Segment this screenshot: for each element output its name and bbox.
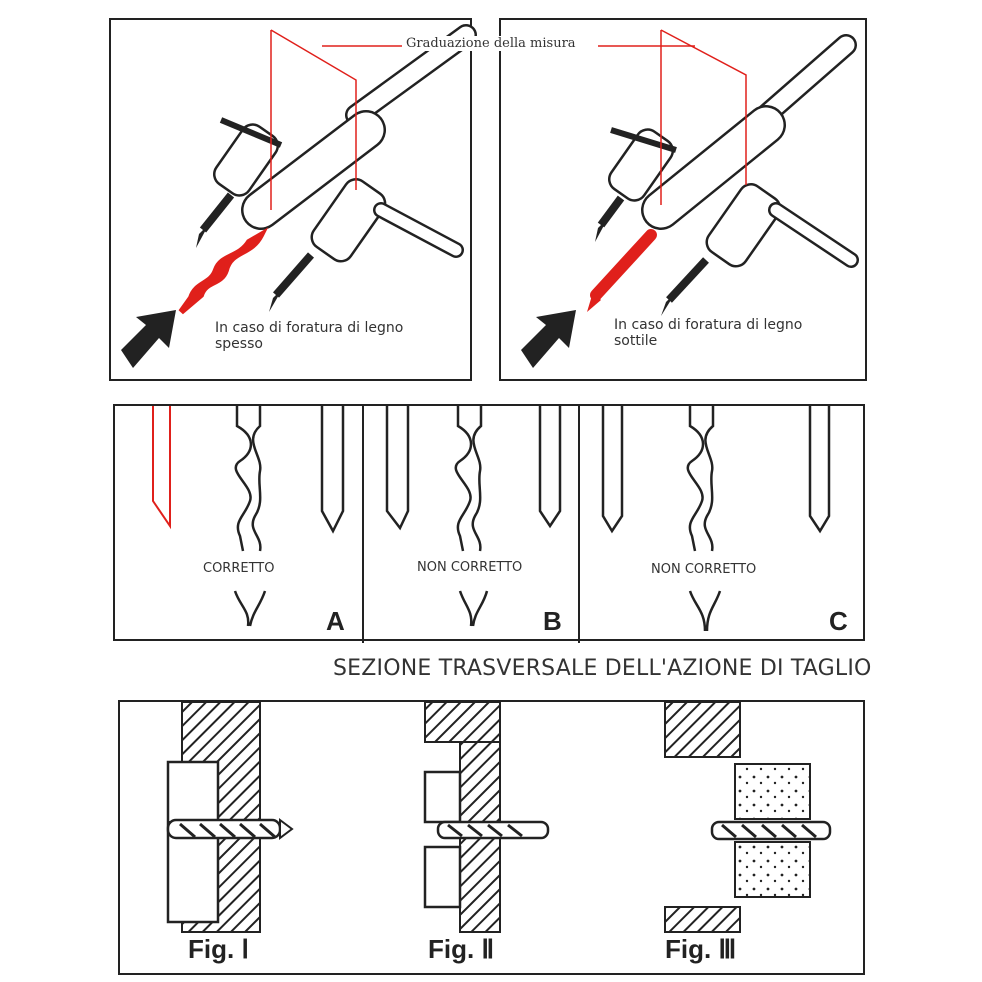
caption-thick: In caso di foratura di legno spesso bbox=[215, 320, 404, 352]
letter-b: B bbox=[543, 606, 562, 636]
caption-thin: In caso di foratura di legno sottile bbox=[614, 317, 803, 349]
letter-c: C bbox=[829, 606, 848, 636]
cross-section-drawing bbox=[166, 701, 832, 933]
letter-a: A bbox=[326, 606, 345, 636]
fig-1-label: Fig. Ⅰ bbox=[188, 934, 250, 964]
measure-graduation-label: Graduazione della misura bbox=[404, 36, 578, 51]
cross-section-panel: Fig. Ⅰ Fig. Ⅱ Fig. Ⅲ bbox=[118, 700, 865, 975]
label-incorrect-c: NON CORRETTO bbox=[651, 562, 757, 577]
section-title: SEZIONE TRASVERSALE DELL'AZIONE DI TAGLI… bbox=[333, 656, 872, 681]
fig-2-label: Fig. Ⅱ bbox=[428, 934, 495, 964]
panel-thin-wood: In caso di foratura di legno sottile bbox=[499, 18, 867, 381]
label-correct: CORRETTO bbox=[203, 561, 275, 576]
cutting-comparison-drawing bbox=[152, 406, 831, 643]
cutting-comparison-panel: CORRETTO NON CORRETTO NON CORRETTO A B C bbox=[113, 404, 865, 643]
cutter-illustration-thin bbox=[521, 29, 859, 368]
fig-3-label: Fig. Ⅲ bbox=[665, 934, 737, 964]
label-incorrect-b: NON CORRETTO bbox=[417, 560, 523, 575]
cutter-illustration-thick bbox=[121, 24, 477, 368]
panel-thick-wood: In caso di foratura di legno spesso bbox=[109, 18, 477, 381]
